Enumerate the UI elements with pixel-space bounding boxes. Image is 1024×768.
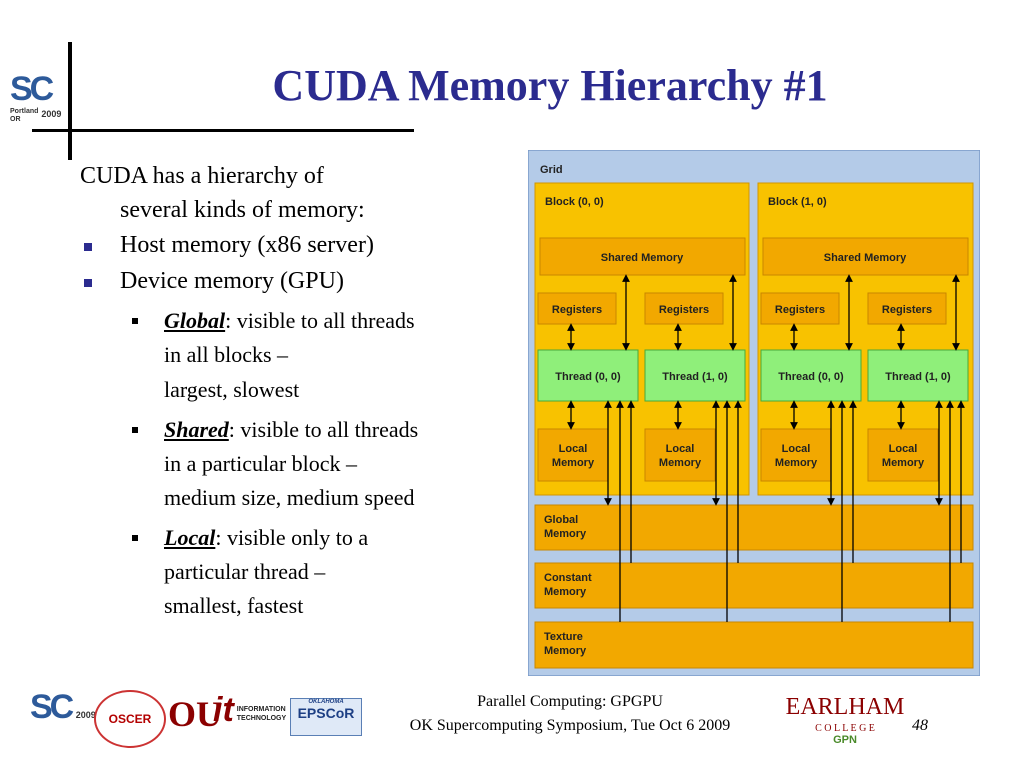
constant-memory-line2: Memory bbox=[544, 586, 587, 598]
constant-memory-line1: Constant bbox=[544, 572, 592, 584]
block-0-shared-memory-box bbox=[539, 237, 746, 276]
header-vertical-rule bbox=[68, 42, 72, 160]
block-0-local-1-box bbox=[644, 428, 716, 482]
block-0-thread-0-box bbox=[537, 349, 639, 402]
footer-sc09-logo: SC 2009 bbox=[30, 690, 96, 724]
earlham-logo: EARLHAM C O L L E G E GPN bbox=[784, 695, 906, 746]
block-0-registers-0-label: Registers bbox=[552, 304, 602, 316]
block-0-local-0-box bbox=[537, 428, 609, 482]
header-horizontal-rule bbox=[32, 129, 414, 132]
block-0-local-0-line2: Memory bbox=[552, 457, 595, 469]
shared-desc-1: : visible to all threads bbox=[228, 416, 419, 442]
block-1-shared-memory-label: Shared Memory bbox=[824, 252, 907, 264]
texture-memory-box bbox=[534, 621, 974, 669]
block-1-local-1-line1: Local bbox=[889, 443, 918, 455]
block-1-local-0-line1: Local bbox=[782, 443, 811, 455]
term-shared: Shared bbox=[164, 416, 229, 442]
bullet-host-memory: Host memory (x86 server) bbox=[80, 229, 525, 263]
constant-memory-box bbox=[534, 562, 974, 609]
local-desc-2: particular thread – bbox=[164, 559, 326, 585]
earlham-logo-college: C O L L E G E bbox=[815, 723, 875, 734]
block-1-shared-memory-box bbox=[762, 237, 969, 276]
block-0-local-1-line2: Memory bbox=[659, 457, 702, 469]
block-0-local-1-line1: Local bbox=[666, 443, 695, 455]
cuda-memory-diagram: Grid Block (0, 0) Shared Memory Register… bbox=[528, 150, 980, 676]
intro-text: CUDA has a hierarchy of several kinds of… bbox=[80, 160, 525, 227]
block-0-thread-0-label: Thread (0, 0) bbox=[555, 371, 621, 383]
bullet-device-memory: Device memory (GPU) bbox=[80, 265, 525, 299]
it-logo-line2: TECHNOLOGY bbox=[236, 714, 287, 722]
block-1-local-1-box bbox=[867, 428, 939, 482]
sc-logo-letters: SC bbox=[10, 70, 54, 108]
block-0-registers-1-label: Registers bbox=[659, 304, 709, 316]
footer-text: Parallel Computing: GPGPU OK Supercomput… bbox=[360, 690, 780, 738]
footer-sc-letters: SC bbox=[30, 688, 74, 726]
footer-sc-year: 2009 bbox=[75, 710, 96, 720]
shared-desc-2: in a particular block – bbox=[164, 450, 358, 476]
block-0: Block (0, 0) Shared Memory Registers Reg… bbox=[534, 182, 750, 496]
local-desc-3: smallest, fastest bbox=[164, 593, 304, 619]
epscor-logo-top: OKLAHOMA bbox=[308, 699, 344, 705]
sc-logo-state: OR bbox=[10, 115, 21, 123]
epscor-logo: OKLAHOMA EPSCoR bbox=[290, 698, 362, 736]
global-memory-box bbox=[534, 504, 974, 551]
block-0-thread-1-label: Thread (1, 0) bbox=[662, 371, 728, 383]
footer-line-2: OK Supercomputing Symposium, Tue Oct 6 2… bbox=[409, 717, 731, 734]
slide-body: CUDA has a hierarchy of several kinds of… bbox=[80, 160, 525, 623]
oscer-logo: OSCER bbox=[94, 690, 166, 748]
shared-desc-3: medium size, medium speed bbox=[164, 484, 415, 510]
intro-line-1: CUDA has a hierarchy of bbox=[80, 163, 324, 189]
texture-memory-line1: Texture bbox=[544, 631, 583, 643]
gpn-logo: GPN bbox=[833, 734, 857, 746]
block-1-registers-0-box bbox=[760, 292, 840, 325]
block-1-thread-0-label: Thread (0, 0) bbox=[778, 371, 844, 383]
ou-logo-text: OU bbox=[168, 694, 222, 734]
it-logo-line1: INFORMATION bbox=[236, 706, 286, 714]
slide-title: CUDA Memory Hierarchy #1 bbox=[272, 61, 828, 110]
it-logo: it INFORMATION TECHNOLOGY bbox=[213, 693, 286, 727]
block-1-label: Block (1, 0) bbox=[768, 196, 827, 208]
global-desc-1: : visible to all threads bbox=[225, 308, 415, 334]
diagram-arrows bbox=[567, 274, 965, 622]
global-memory-line2: Memory bbox=[544, 528, 587, 540]
block-0-local-0-line1: Local bbox=[559, 443, 588, 455]
term-global: Global bbox=[164, 308, 226, 334]
sc09-logo: SC Portland OR 2009 bbox=[10, 72, 68, 123]
block-1-registers-1-label: Registers bbox=[882, 304, 932, 316]
oscer-logo-text: OSCER bbox=[108, 712, 152, 726]
local-desc-1: : visible only to a bbox=[215, 524, 369, 550]
block-1-thread-0-box bbox=[760, 349, 862, 402]
ou-logo: OU bbox=[168, 693, 222, 735]
texture-memory-line2: Memory bbox=[544, 645, 587, 657]
block-0-registers-0-box bbox=[537, 292, 617, 325]
global-desc-2: in all blocks – bbox=[164, 342, 289, 368]
sub-bullet-global: Global: visible to all threads in all bl… bbox=[80, 304, 525, 406]
epscor-logo-text: EPSCoR bbox=[297, 705, 355, 721]
sc-logo-city: Portland bbox=[10, 108, 39, 115]
block-1-registers-1-box bbox=[867, 292, 947, 325]
block-1: Block (1, 0) Shared Memory Registers Reg… bbox=[757, 182, 974, 496]
block-0-label: Block (0, 0) bbox=[545, 196, 604, 208]
block-1-local-0-box bbox=[760, 428, 832, 482]
global-desc-3: largest, slowest bbox=[164, 376, 300, 402]
block-1-local-0-line2: Memory bbox=[775, 457, 818, 469]
sub-bullet-shared: Shared: visible to all threads in a part… bbox=[80, 413, 525, 515]
block-0-registers-1-box bbox=[644, 292, 724, 325]
it-logo-letters: it bbox=[213, 691, 234, 729]
intro-line-2: several kinds of memory: bbox=[120, 196, 365, 223]
footer-line-1: Parallel Computing: GPGPU bbox=[477, 693, 663, 710]
block-0-shared-memory-label: Shared Memory bbox=[601, 252, 684, 264]
global-memory-line1: Global bbox=[544, 514, 578, 526]
sub-bullet-local: Local: visible only to a particular thre… bbox=[80, 521, 525, 623]
sc-logo-year: 2009 bbox=[41, 109, 62, 119]
block-1-local-1-line2: Memory bbox=[882, 457, 925, 469]
block-1-thread-1-label: Thread (1, 0) bbox=[885, 371, 951, 383]
grid-label: Grid bbox=[540, 164, 563, 176]
earlham-logo-text: EARLHAM bbox=[785, 694, 905, 720]
page-number: 48 bbox=[912, 717, 928, 734]
block-1-thread-1-box bbox=[867, 349, 969, 402]
block-0-thread-1-box bbox=[644, 349, 746, 402]
term-local: Local bbox=[164, 524, 216, 550]
block-1-registers-0-label: Registers bbox=[775, 304, 825, 316]
